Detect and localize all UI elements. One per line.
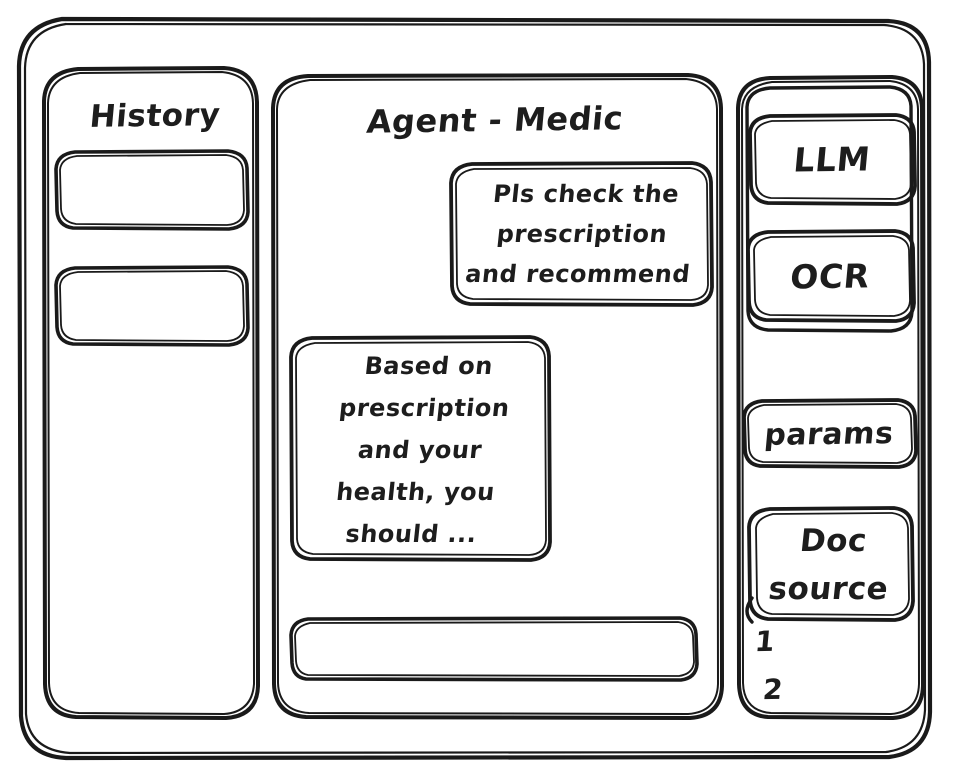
message-line: health, you xyxy=(334,478,497,506)
message-line: Based on xyxy=(363,352,495,380)
sidebar-title: History xyxy=(88,97,222,135)
message-line: prescription xyxy=(495,220,669,248)
doc-source-button[interactable]: Doc source xyxy=(744,510,918,620)
message-line: Pls check the xyxy=(491,180,681,208)
params-button[interactable]: params xyxy=(762,415,896,453)
page-title: Agent - Medic xyxy=(365,99,625,141)
doc-source-label-line: source xyxy=(766,571,891,607)
message-input[interactable] xyxy=(292,618,696,680)
message-line: prescription xyxy=(337,394,512,422)
doc-source-label-line: Doc xyxy=(798,523,869,559)
history-item[interactable] xyxy=(54,149,248,232)
message-line: and your xyxy=(356,436,484,464)
assistant-message-bubble: Based on prescription and your health, y… xyxy=(288,340,551,560)
tool-button-llm[interactable]: LLM xyxy=(791,138,873,180)
history-item[interactable] xyxy=(54,264,248,349)
tool-button-ocr[interactable]: OCR xyxy=(788,255,872,297)
user-message-bubble: Pls check the prescription and recommend xyxy=(451,166,713,302)
doc-source-item-2[interactable]: 2 xyxy=(761,672,785,706)
message-line: should ... xyxy=(344,520,479,548)
message-line: and recommend xyxy=(463,260,692,288)
doc-source-item-1[interactable]: 1 xyxy=(753,624,777,658)
